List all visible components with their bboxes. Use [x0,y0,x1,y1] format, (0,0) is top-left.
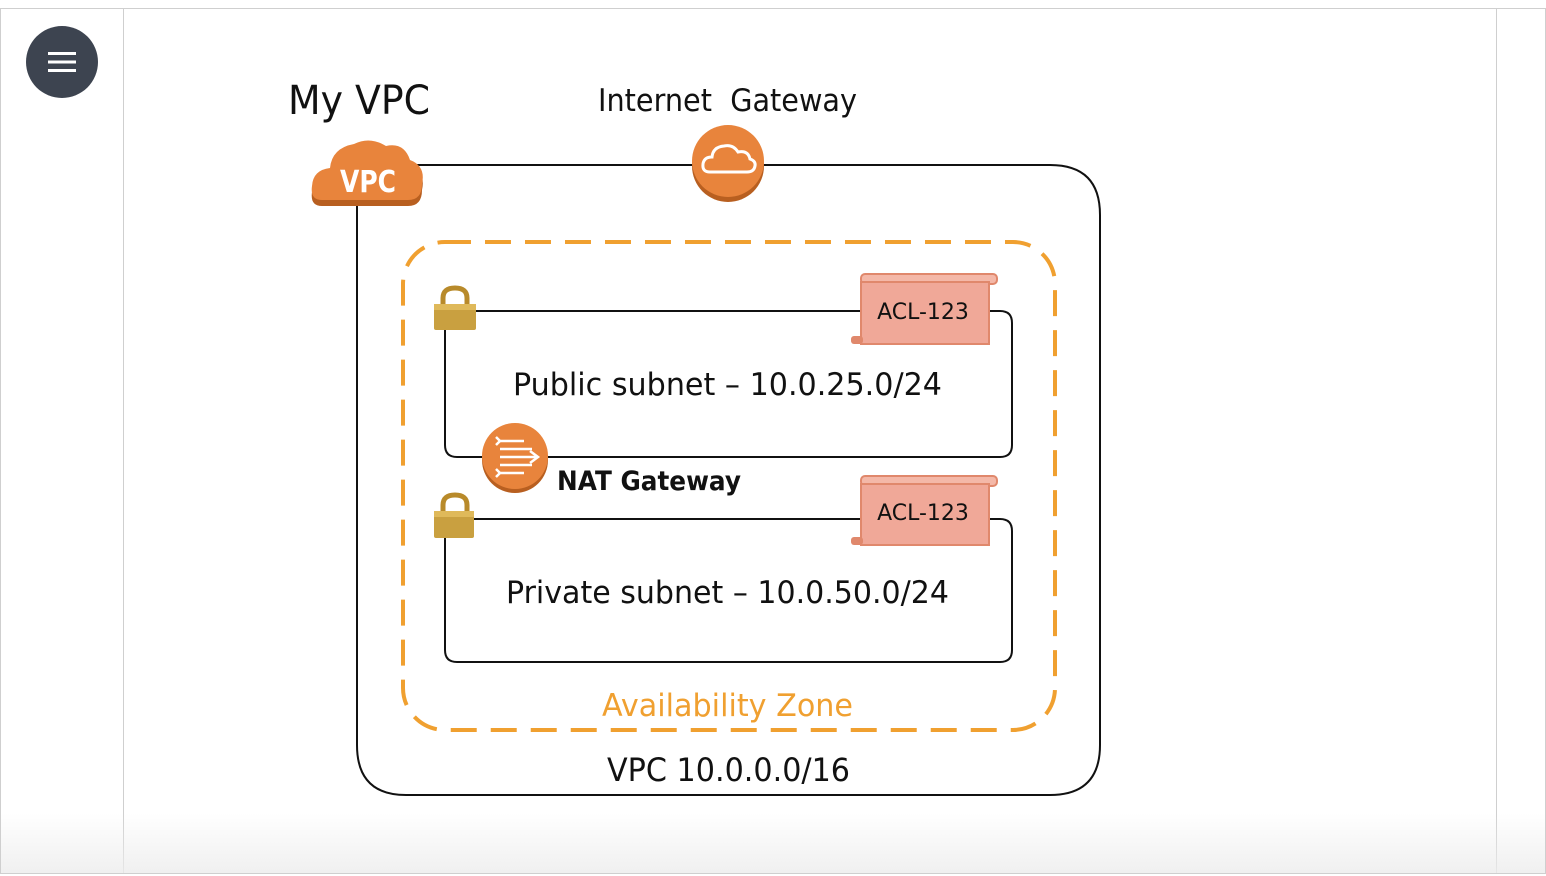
private-subnet-label: Private subnet – 10.0.50.0/24 [506,575,949,611]
availability-zone-label: Availability Zone [602,688,853,724]
menu-button[interactable] [26,26,98,98]
nat-gateway-icon [482,423,548,493]
public-subnet-lock-icon [434,285,476,330]
private-acl-icon [851,475,998,546]
public-subnet-label: Public subnet – 10.0.25.0/24 [513,367,942,403]
vpc-boundary [356,164,1101,796]
left-gutter [1,9,124,873]
right-gutter [1496,9,1545,873]
vpc-cidr-label: VPC 10.0.0.0/16 [607,751,850,789]
hamburger-menu-icon [48,52,76,72]
vpc-title: My VPC [288,78,430,124]
public-acl-label: ACL-123 [877,300,969,325]
vpc-cloud-icon [311,140,423,206]
availability-zone-boundary [401,240,1057,732]
private-subnet-box [444,518,1013,663]
vpc-badge-text: VPC [340,165,396,200]
private-acl-label: ACL-123 [877,501,969,526]
internet-gateway-label: Internet Gateway [598,83,857,119]
private-subnet-lock-icon [434,492,474,538]
internet-gateway-icon [692,125,764,202]
public-subnet-box [444,310,1013,458]
nat-gateway-label: NAT Gateway [557,466,741,497]
public-acl-icon [851,273,998,345]
